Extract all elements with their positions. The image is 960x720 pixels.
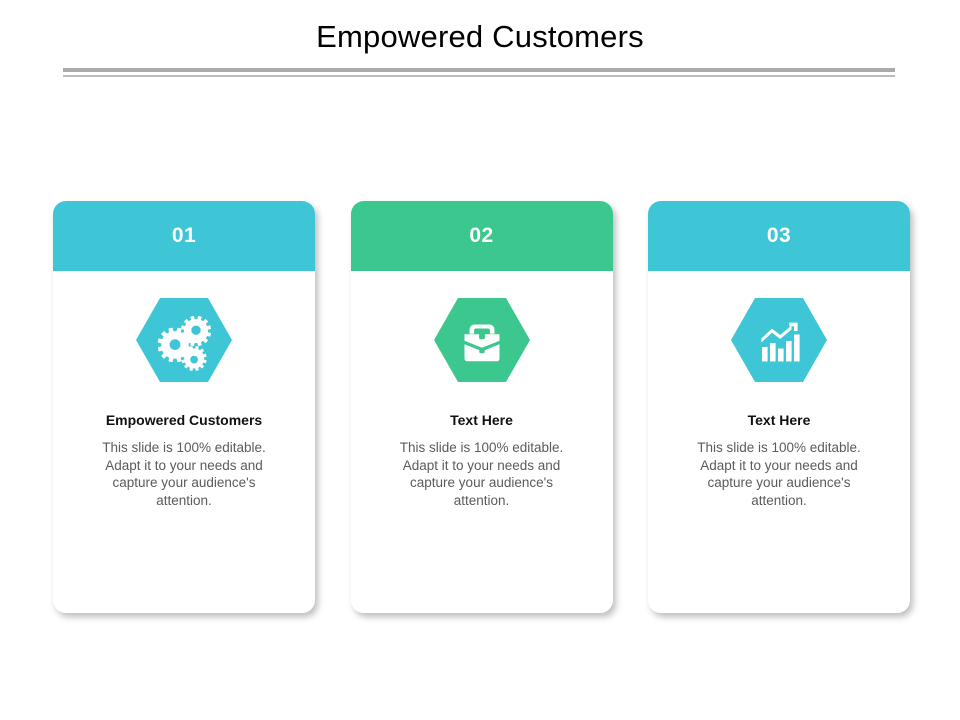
card-01-number: 01 (171, 224, 197, 247)
card-02-header: 02 (350, 201, 613, 271)
briefcase-icon (433, 298, 530, 382)
card-01-header: 01 (53, 201, 315, 271)
bar-chart-growth-icon (731, 298, 827, 382)
card-01-text: This slide is 100% editable. Adapt it to… (102, 440, 266, 508)
card-03-body: Text Here This slide is 100% editable. A… (648, 271, 910, 613)
card-03-number: 03 (766, 224, 792, 247)
card-03-heading: Text Here (747, 412, 811, 428)
card-02-icon-badge (433, 298, 530, 382)
card-03-icon-badge (731, 298, 827, 382)
card-02-heading: Text Here (450, 412, 513, 428)
card-01-icon-badge (136, 298, 232, 382)
card-02-number: 02 (469, 224, 494, 247)
card-03-header: 03 (648, 201, 910, 271)
gears-icon (136, 298, 232, 382)
divider-bar-thick (63, 68, 895, 72)
card-01-heading: Empowered Customers (105, 412, 263, 428)
card-03-text: This slide is 100% editable. Adapt it to… (697, 440, 861, 508)
card-02-text: This slide is 100% editable. Adapt it to… (399, 440, 564, 508)
divider-bar-thin (63, 75, 895, 77)
title-divider (63, 68, 895, 78)
card-01-body: Empowered Customers This slide is 100% e… (53, 271, 315, 613)
card-02[interactable]: 02 Text H (350, 201, 613, 613)
cards-row: 01 (53, 201, 910, 613)
page-title: Empowered Customers (316, 19, 644, 54)
card-02-body: Text Here This slide is 100% editable. A… (350, 271, 613, 613)
card-03[interactable]: 03 (648, 201, 910, 613)
card-01[interactable]: 01 (53, 201, 315, 613)
